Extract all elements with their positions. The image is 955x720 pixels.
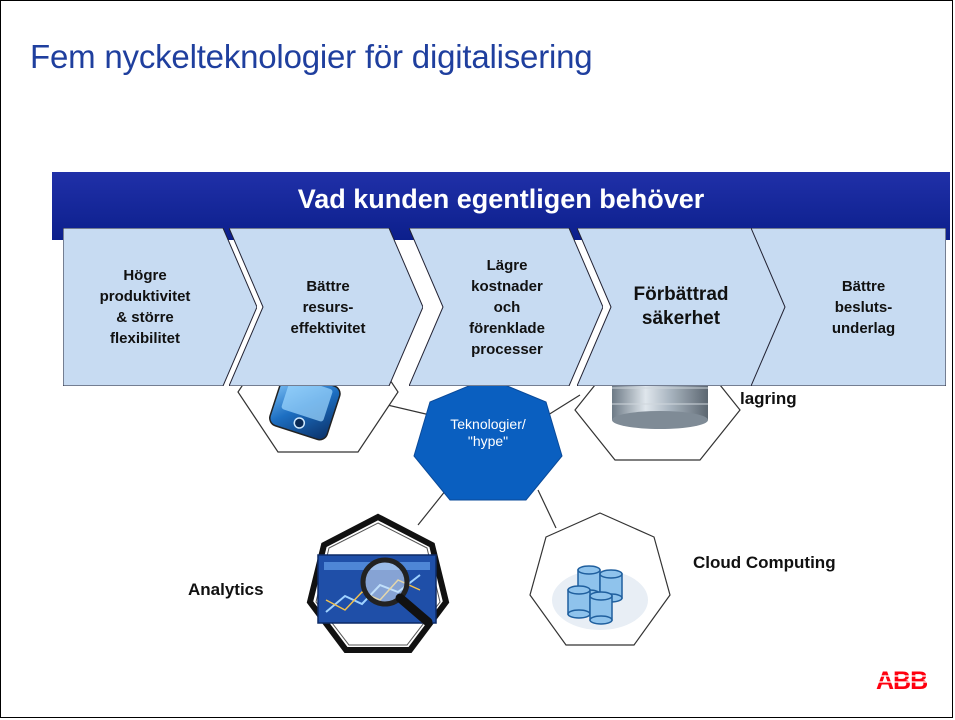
needs-chevron-row: Högre produktivitet & större flexibilite…: [63, 228, 953, 388]
analytics-heptagon: [306, 513, 450, 653]
analytics-label: Analytics: [188, 580, 264, 599]
chevron-shape-2: [229, 228, 423, 386]
slide-title: Fem nyckelteknologier för digitalisering: [30, 38, 593, 75]
chevron-shape-4: [577, 228, 787, 386]
need-label-1: Högre produktivitet & större flexibilite…: [99, 267, 191, 347]
need-chevron-3: Lägre kostnader och förenklade processer: [433, 228, 581, 386]
need-label-5: Bättre besluts- underlag: [831, 277, 896, 337]
abb-logo: ABB: [876, 668, 934, 692]
need-label-3: Lägre kostnader och förenklade processer: [469, 256, 545, 358]
chevron-shape-5: [751, 228, 946, 386]
center-label: Teknologier/ "hype": [450, 416, 526, 449]
chevron-shape-3: [409, 228, 603, 386]
cloud-databases-icon: [552, 565, 648, 630]
chevron-shape-1: [63, 228, 257, 386]
need-chevron-5: Bättre besluts- underlag: [781, 228, 946, 386]
analytics-magnifier-icon: [317, 554, 437, 627]
cloud-computing-label: Cloud Computing: [693, 553, 836, 572]
need-label-2: Bättre resurs- effektivitet: [290, 277, 366, 337]
center-hexagon: [413, 377, 563, 501]
need-chevron-4: Förbättrad säkerhet: [601, 228, 761, 386]
need-chevron-1: Högre produktivitet & större flexibilite…: [63, 228, 227, 386]
cloud-heptagon: [529, 512, 671, 646]
need-chevron-2: Bättre resurs- effektivitet: [259, 228, 397, 386]
storage-label: lagring: [740, 389, 797, 408]
svg-text:ABB: ABB: [876, 668, 927, 692]
need-label-4: Förbättrad säkerhet: [633, 284, 729, 329]
banner-title: Vad kunden egentligen behöver: [297, 184, 705, 214]
